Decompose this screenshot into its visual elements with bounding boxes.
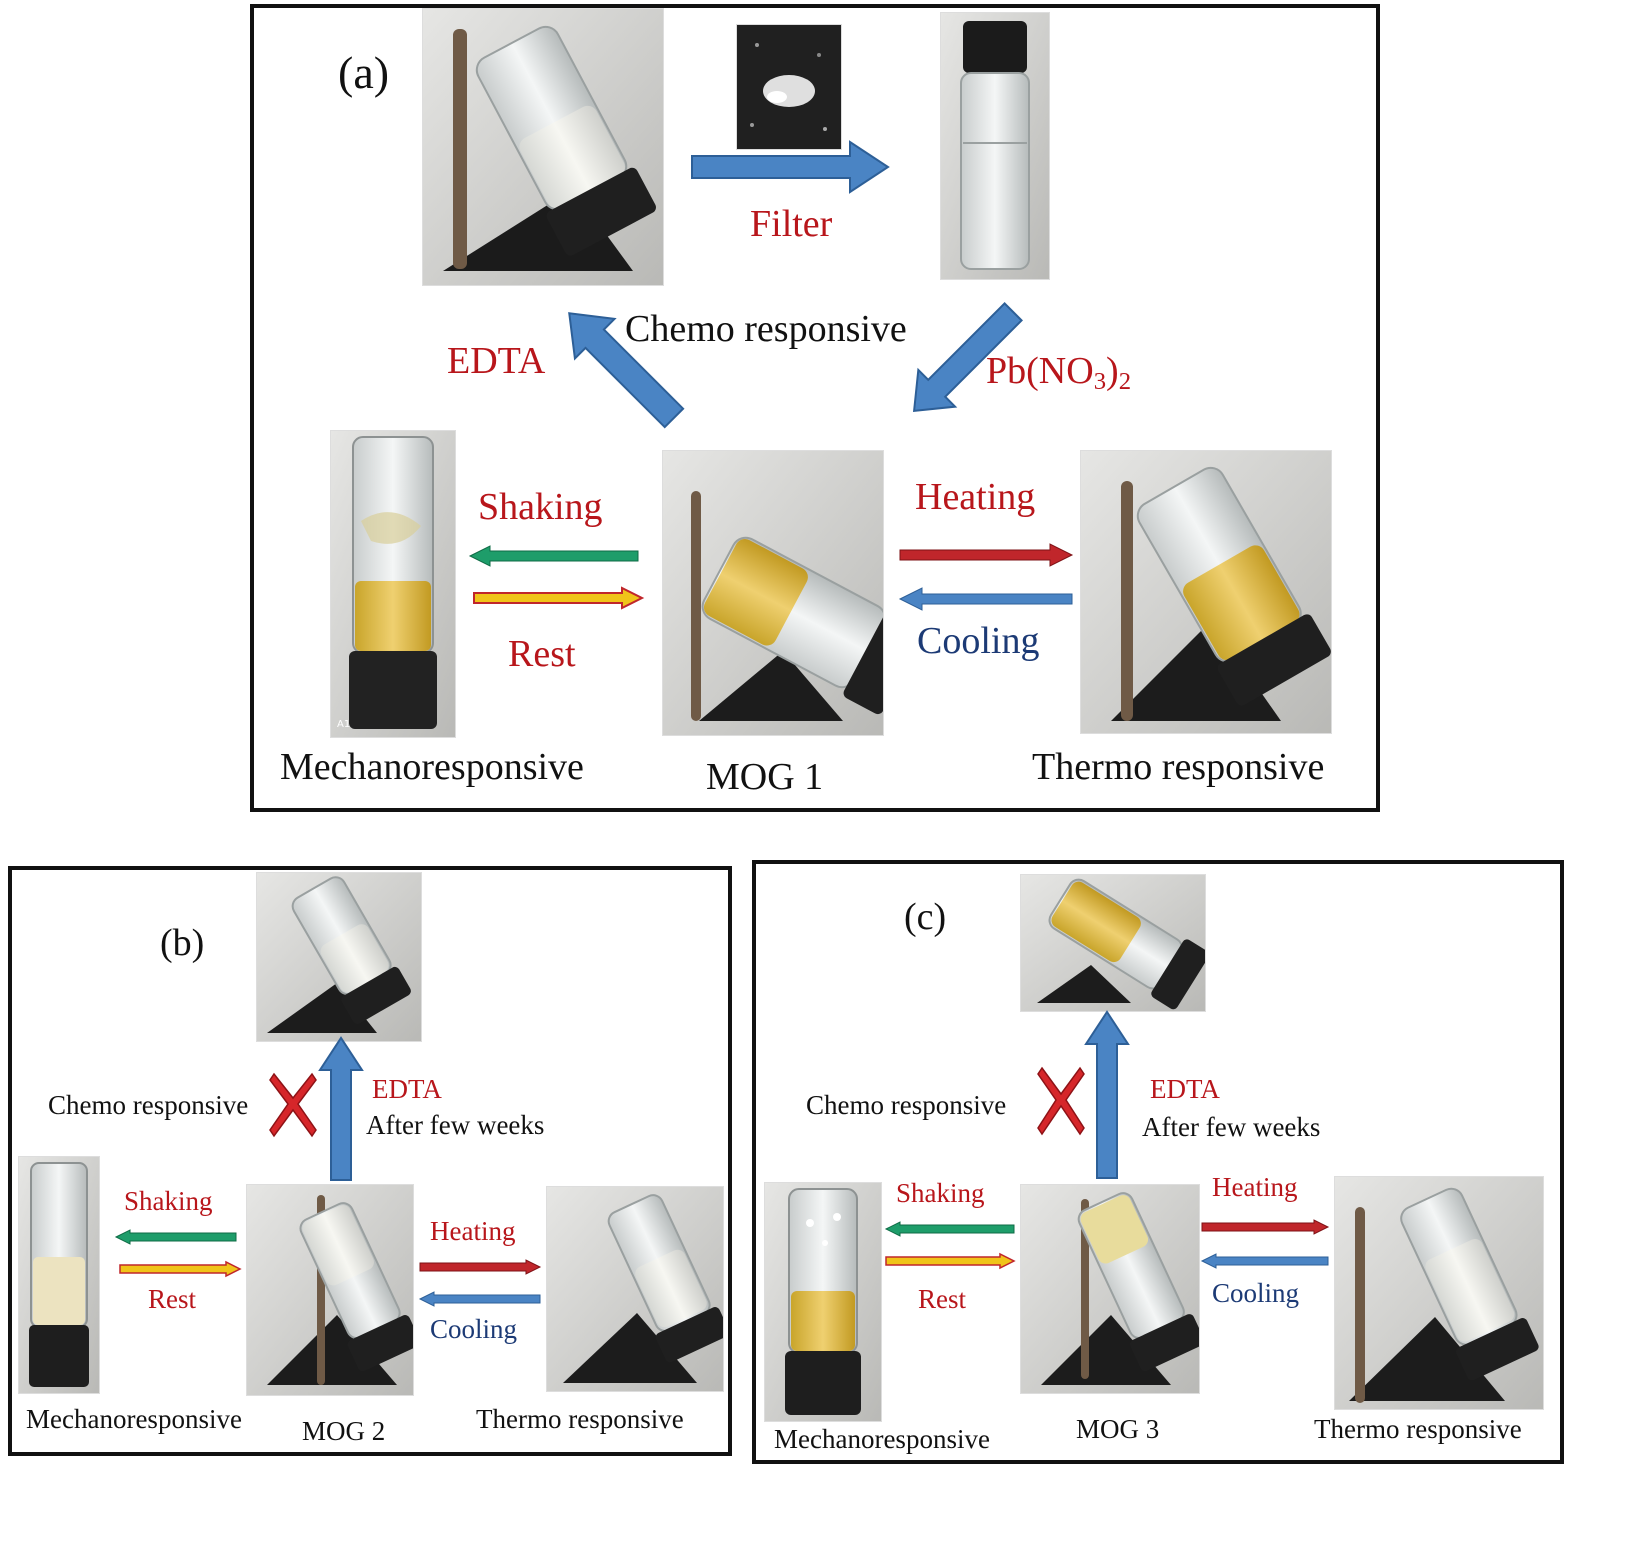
filter-label: Filter [750,203,833,245]
photo-b-thermo [546,1186,724,1392]
heating-arrow-a [899,543,1074,567]
photo-a-mechano: A1 [330,430,456,738]
cooling-label-c: Cooling [1212,1278,1300,1308]
pbno3-arrow [912,302,1023,413]
photo-a-thermo [1080,450,1332,734]
edta-label-c: EDTA [1150,1074,1220,1104]
heating-label-a: Heating [915,476,1036,518]
pbno3-sub-3: 3 [1093,368,1107,396]
pbno3-main: Pb(NO [986,350,1094,392]
photo-a-gel-restored [422,8,664,286]
photo-b-mechano [18,1156,100,1394]
heating-arrow-c [1201,1219,1330,1235]
rest-label-c: Rest [918,1284,967,1314]
photo-a-mog1 [662,450,884,736]
heating-label-b: Heating [430,1216,516,1246]
cooling-label-a: Cooling [917,620,1040,662]
mechano-label-c: Mechanoresponsive [774,1424,990,1454]
blocked-cross-icon-c [1037,1066,1085,1136]
panel-a-label: (a) [338,47,390,98]
photo-c-mog3 [1020,1184,1200,1394]
pbno3-sub-2: 2 [1118,368,1132,396]
mechano-label-a: Mechanoresponsive [280,746,584,788]
cooling-arrow-a [898,587,1073,611]
chemo-label-b: Chemo responsive [48,1090,249,1120]
thermo-label-b: Thermo responsive [476,1404,684,1434]
shaking-label-a: Shaking [478,486,603,528]
pbno3-close: ) [1106,350,1119,392]
weeks-label-b: After few weeks [366,1110,545,1140]
rest-label-b: Rest [148,1284,197,1314]
shaking-label-c: Shaking [896,1178,985,1208]
photo-b-top [256,872,422,1042]
rest-label-a: Rest [508,633,576,675]
blocked-cross-icon-b [269,1072,317,1138]
photo-a-solution [940,12,1050,280]
photo-c-thermo [1334,1176,1544,1410]
photo-corner-mark: A1 [337,719,350,730]
weeks-label-c: After few weeks [1142,1112,1321,1142]
mechano-label-b: Mechanoresponsive [26,1404,242,1434]
shaking-arrow-b [114,1229,237,1245]
edta-label-a: EDTA [447,340,546,382]
cooling-arrow-c [1200,1253,1329,1269]
panel-b-label: (b) [160,922,205,964]
edta-arrow-a [568,312,685,429]
shaking-arrow-c [884,1221,1015,1237]
chemo-label-a: Chemo responsive [625,308,907,350]
photo-c-mechano [764,1182,882,1422]
rest-arrow-a [473,586,645,610]
photo-a-filtered-powder [736,24,842,150]
shaking-arrow-a [468,545,639,567]
filter-arrow [691,140,890,194]
thermo-label-c: Thermo responsive [1314,1414,1522,1444]
rest-arrow-b [119,1260,242,1278]
edta-arrow-c [1084,1010,1130,1179]
chemo-label-c: Chemo responsive [806,1090,1007,1120]
photo-c-top [1020,874,1206,1012]
thermo-label-a: Thermo responsive [1032,746,1325,788]
heating-label-c: Heating [1212,1172,1298,1202]
edta-arrow-b [318,1036,364,1181]
pbno3-label: Pb(NO3)2 [986,352,1131,395]
shaking-label-b: Shaking [124,1186,213,1216]
cooling-label-b: Cooling [430,1314,518,1344]
mog-label-c: MOG 3 [1076,1414,1160,1444]
photo-b-mog2 [246,1184,414,1396]
mog-label-b: MOG 2 [302,1416,386,1446]
heating-arrow-b [419,1259,542,1275]
edta-label-b: EDTA [372,1074,442,1104]
panel-c-label: (c) [904,896,947,938]
cooling-arrow-b [418,1291,541,1307]
mog-label-a: MOG 1 [706,756,824,798]
rest-arrow-c [885,1252,1016,1270]
